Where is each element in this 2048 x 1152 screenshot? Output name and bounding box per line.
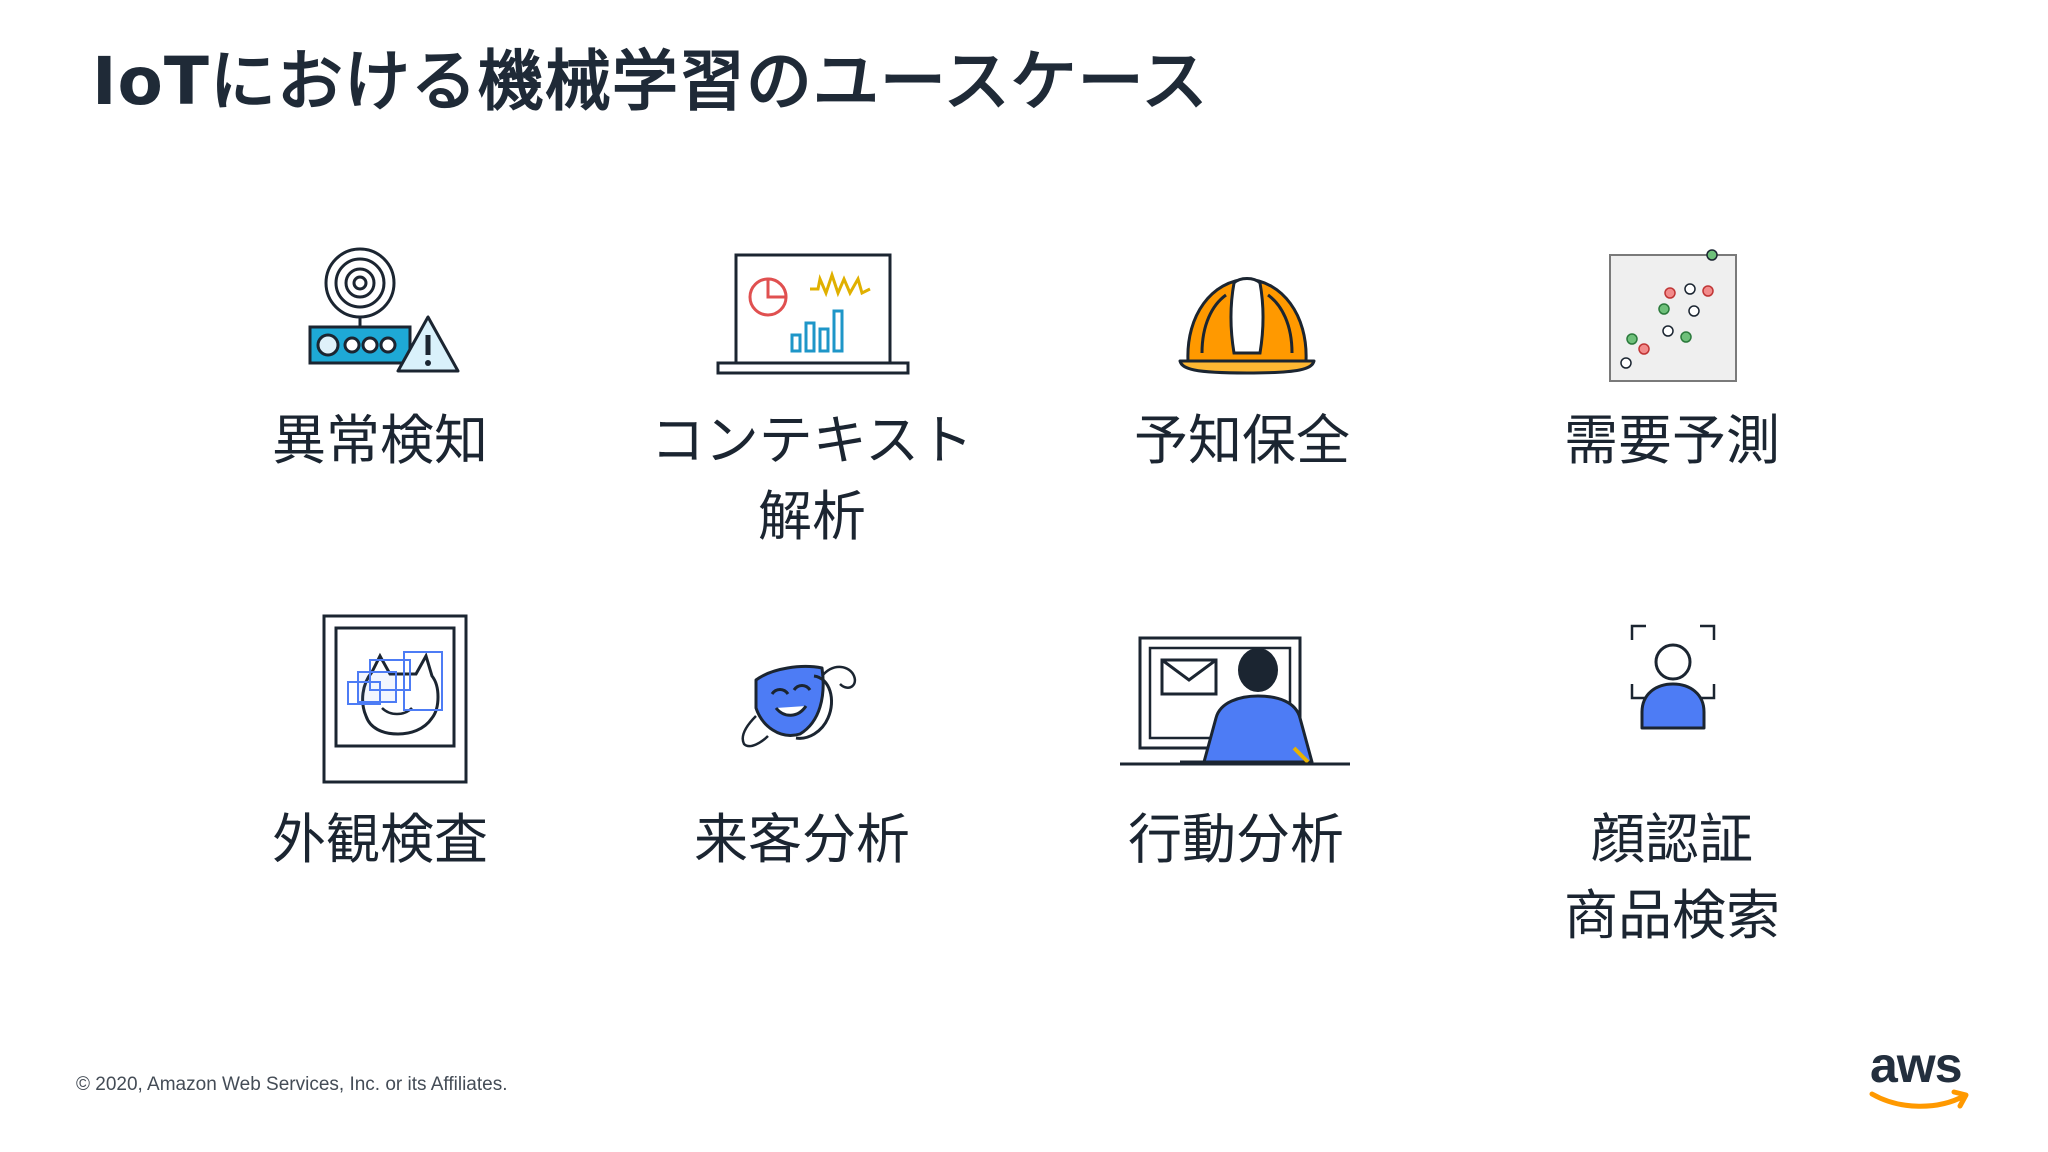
use-case-visitor-analysis: 来客分析 bbox=[602, 612, 1002, 872]
use-case-label: 顔認証 商品検索 bbox=[1564, 808, 1780, 947]
use-case-label: 異常検知 bbox=[272, 409, 488, 472]
use-case-anomaly-detection: 異常検知 bbox=[180, 245, 580, 472]
use-case-context-analysis: コンテキスト 解析 bbox=[612, 245, 1012, 548]
use-case-label: 外観検査 bbox=[272, 808, 488, 871]
theater-mask-icon bbox=[741, 665, 857, 748]
svg-text:aws: aws bbox=[1870, 1042, 1962, 1093]
aws-logo: aws bbox=[1869, 1042, 1969, 1109]
use-case-label: 予知保全 bbox=[1134, 409, 1350, 472]
hard-hat-icon bbox=[1178, 277, 1316, 375]
use-case-face-recognition-product-search: 顔認証 商品検索 bbox=[1472, 612, 1872, 952]
use-case-visual-inspection: 外観検査 bbox=[180, 612, 580, 872]
face-scan-icon bbox=[1630, 624, 1716, 730]
laptop-chart-icon bbox=[716, 253, 910, 375]
use-case-demand-forecast: 需要予測 bbox=[1472, 245, 1872, 472]
copyright-footer: © 2020, Amazon Web Services, Inc. or its… bbox=[76, 1074, 508, 1095]
use-case-label: 来客分析 bbox=[694, 808, 910, 871]
use-case-label: コンテキスト 解析 bbox=[650, 409, 974, 548]
scatter-plot-icon bbox=[1609, 249, 1737, 382]
person-at-monitor-icon bbox=[1120, 636, 1350, 766]
use-case-predictive-maintenance: 予知保全 bbox=[1042, 245, 1442, 472]
photo-inspection-icon bbox=[322, 614, 468, 784]
antenna-alert-icon bbox=[308, 247, 460, 373]
use-case-label: 行動分析 bbox=[1128, 808, 1344, 871]
use-case-label: 需要予測 bbox=[1564, 409, 1780, 472]
slide-title: IoTにおける機械学習のユースケース bbox=[92, 43, 1209, 120]
use-case-behavior-analysis: 行動分析 bbox=[1036, 612, 1436, 872]
